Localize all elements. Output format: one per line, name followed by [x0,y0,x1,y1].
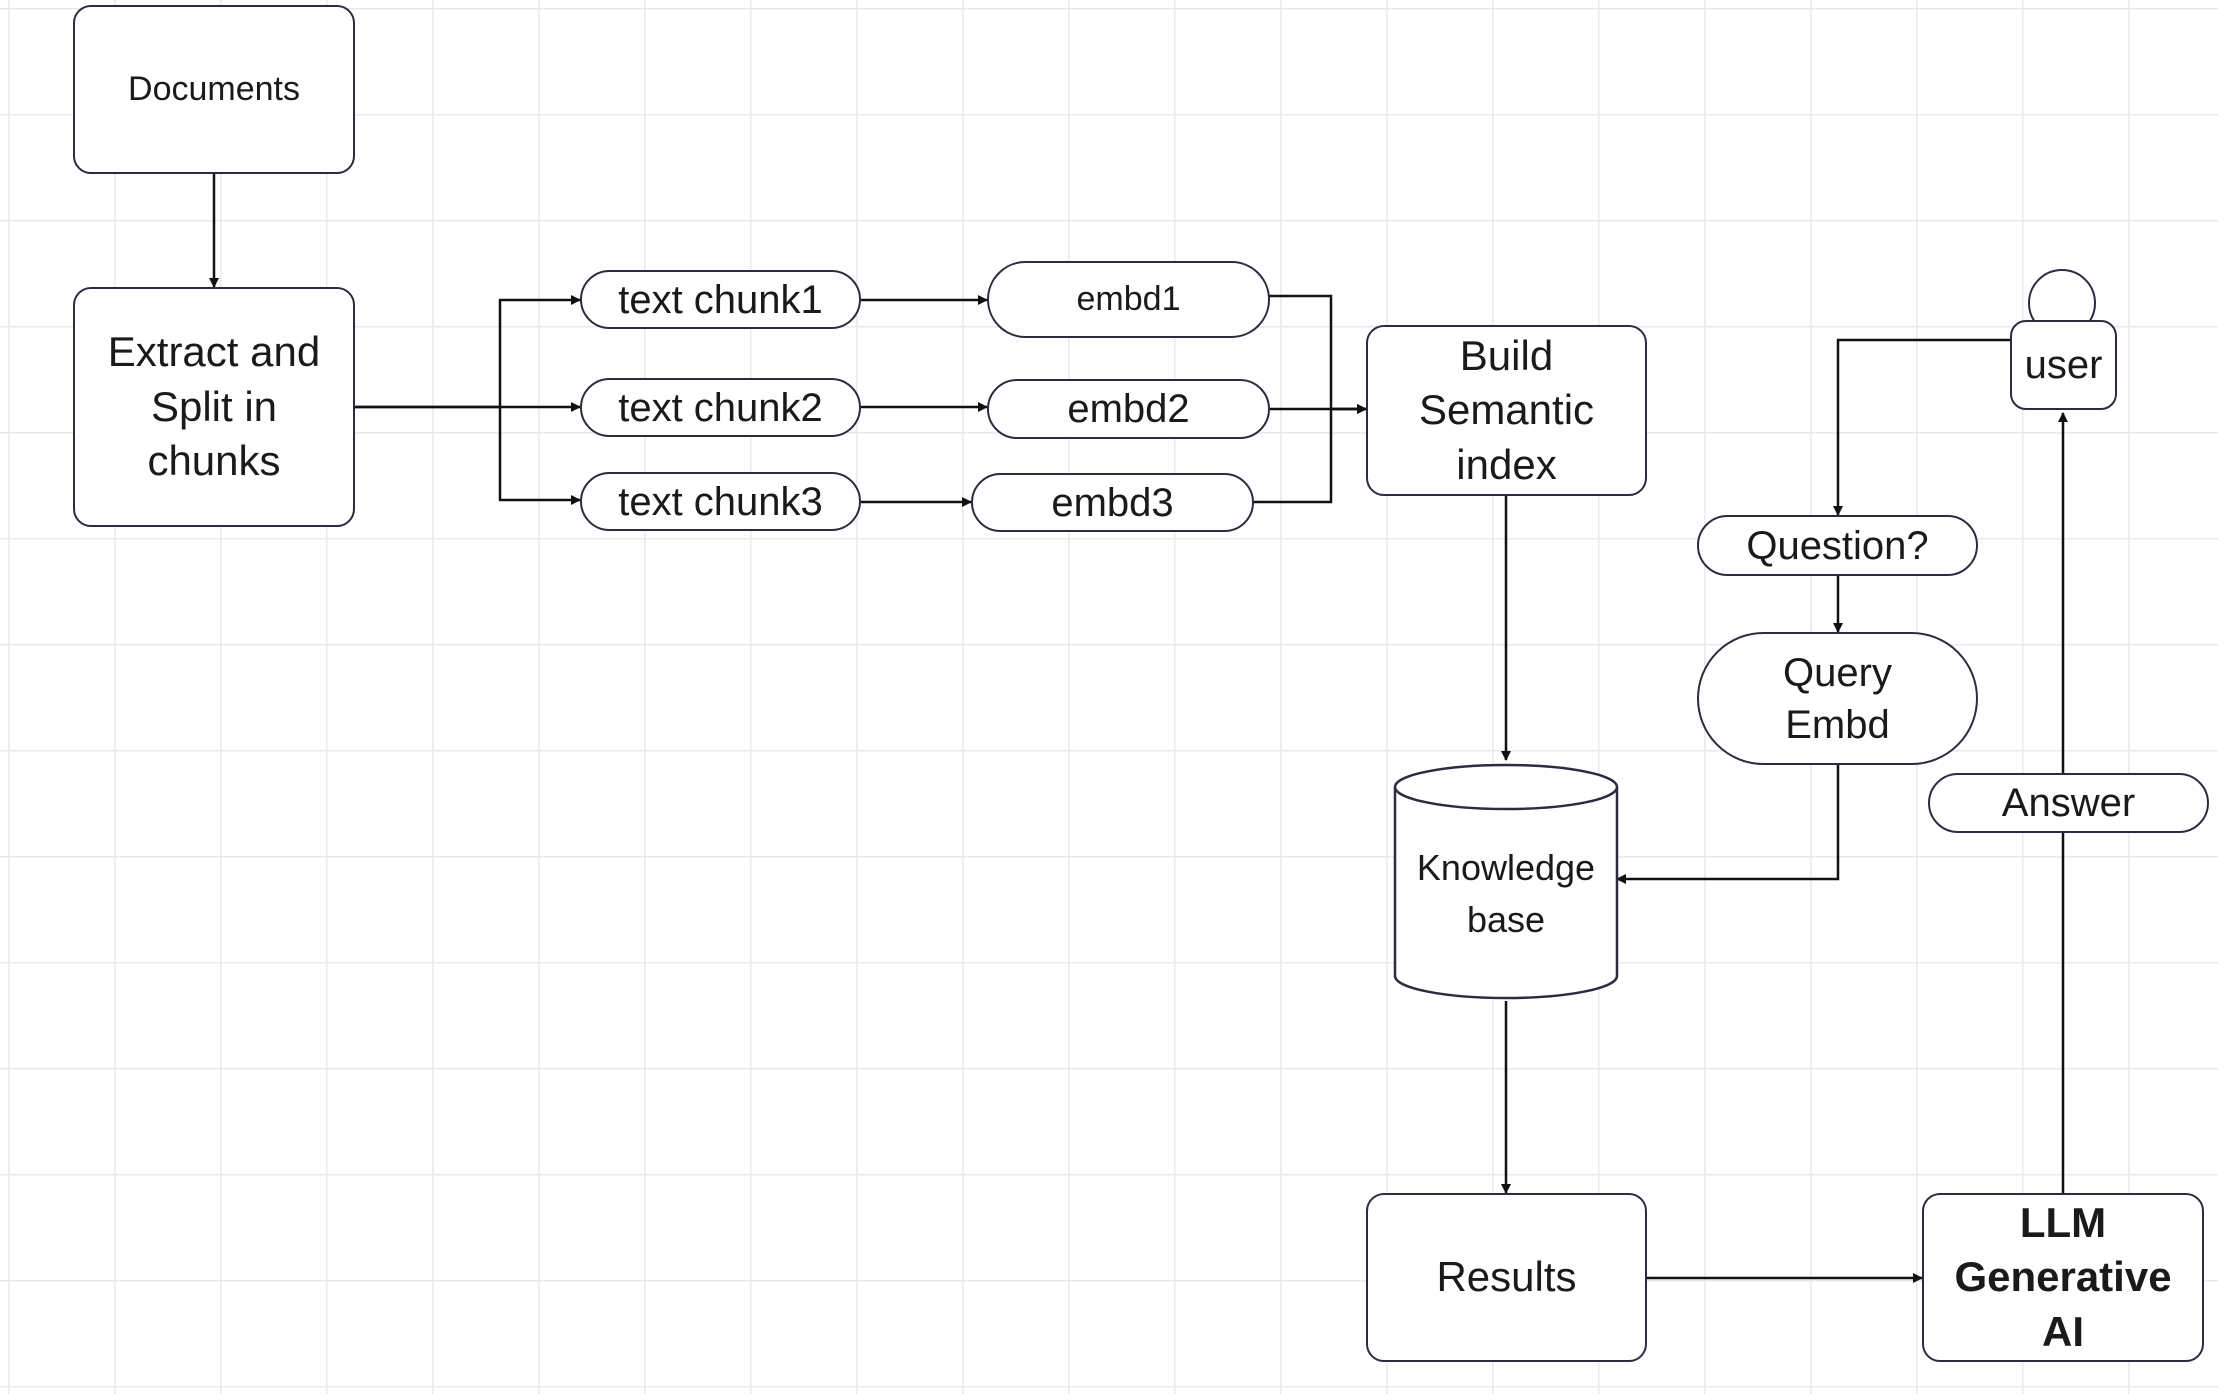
user-label: user [2024,343,2103,387]
embd-3-label: embd3 [1051,480,1174,525]
llm-generative-ai-label: LLM Generative AI [1954,1198,2172,1355]
text-chunk-1-label: text chunk1 [618,277,823,322]
knowledge-base-label-box: Knowledge base [1395,809,1617,979]
answer-label: Answer [2001,781,2136,825]
arrow-embd1-to-index [1252,294,1367,414]
answer-node: Answer [1928,773,2209,833]
text-chunk-3-node: text chunk3 [580,472,861,531]
arrow-user-to-question [1833,338,2012,516]
embd-3-node: embd3 [971,473,1254,532]
results-node: Results [1366,1193,1647,1362]
query-embd-label: Query Embd [1783,650,1892,747]
arrow-extract-to-chunk1 [354,295,581,409]
user-node: user [2010,320,2117,410]
question-label: Question? [1746,523,1929,568]
query-embd-node: Query Embd [1697,632,1978,765]
arrow-embd3-to-index [1253,404,1367,504]
text-chunk-2-label: text chunk2 [618,385,823,430]
extract-split-node: Extract and Split in chunks [73,287,355,527]
knowledge-base-cylinder [1393,763,1619,1000]
documents-label: Documents [128,70,300,109]
documents-node: Documents [73,5,355,174]
arrow-query-embd-to-knowledge-base [1616,765,1840,884]
extract-split-label: Extract and Split in chunks [107,328,321,485]
llm-generative-ai-node: LLM Generative AI [1922,1193,2204,1362]
question-node: Question? [1697,515,1978,576]
embd-2-label: embd2 [1067,387,1190,431]
embd-2-node: embd2 [987,379,1270,439]
text-chunk-1-node: text chunk1 [580,270,861,329]
embd-1-label: embd1 [1076,280,1181,319]
results-label: Results [1436,1253,1577,1301]
text-chunk-2-node: text chunk2 [580,378,861,437]
semantic-index-node: Build Semantic index [1366,325,1647,496]
embd-1-node: embd1 [987,261,1270,338]
arrow-extract-to-chunk3 [498,407,581,505]
text-chunk-3-label: text chunk3 [618,479,823,524]
semantic-index-label: Build Semantic index [1418,331,1595,488]
knowledge-base-label: Knowledge base [1416,846,1596,940]
